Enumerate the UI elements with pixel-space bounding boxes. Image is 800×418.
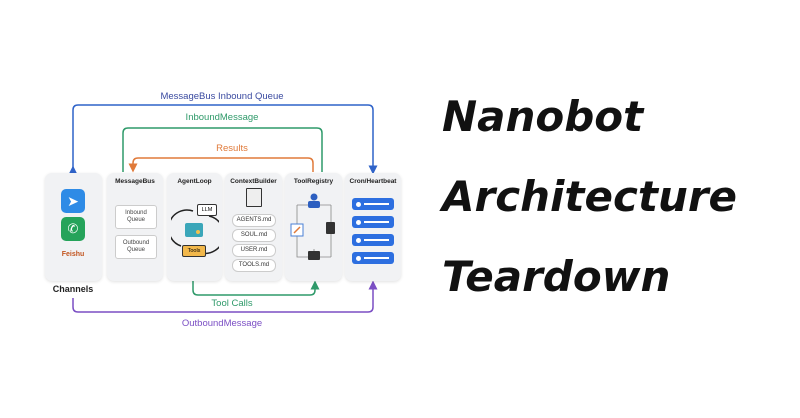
panel-title: Cron/Heartbeat <box>349 178 397 185</box>
file-pill: AGENTS.md <box>232 214 276 227</box>
llm-box: LLM <box>197 204 217 216</box>
headline-line-2: Architecture <box>442 172 738 221</box>
schedule-item-icon <box>352 216 394 228</box>
label-results: Results <box>216 143 248 154</box>
contextbuilder-panel: ContextBuilder AGENTS.md SOUL.md USER.md… <box>225 173 282 281</box>
document-icon <box>246 188 262 207</box>
panel-title: ToolRegistry <box>293 178 334 185</box>
schedule-item-icon <box>352 252 394 264</box>
headline-line-1: Nanobot <box>442 92 644 141</box>
flow-arrows <box>68 104 378 313</box>
schedule-item-icon <box>352 198 394 210</box>
telegram-icon: ➤ <box>61 189 85 213</box>
loop-cycle-icon <box>171 209 219 255</box>
arrow-tool-calls <box>192 280 320 296</box>
tools-box: Tools <box>182 245 206 257</box>
cron-heartbeat-panel: Cron/Heartbeat <box>345 173 401 281</box>
label-inbound-message: InboundMessage <box>185 112 259 123</box>
whatsapp-icon: ✆ <box>61 217 85 241</box>
file-pill: SOUL.md <box>232 229 276 242</box>
channels-panel: ➤ ✆ Feishu <box>45 173 102 281</box>
arrow-messagebus-inbound-queue <box>68 104 378 175</box>
headline-line-3: Teardown <box>442 252 671 301</box>
label-tool-calls: Tool Calls <box>211 298 253 309</box>
label-outbound-message: OutboundMessage <box>181 318 263 329</box>
arrow-results <box>128 157 314 173</box>
panel-title: ContextBuilder <box>230 178 277 185</box>
panel-title: MessageBus <box>115 178 155 185</box>
arrow-inbound-message <box>122 127 323 172</box>
file-pill: USER.md <box>232 244 276 257</box>
channels-label: Channels <box>52 284 94 294</box>
outbound-queue-box: Outbound Queue <box>115 235 157 259</box>
agentloop-panel: AgentLoop LLM Tools <box>167 173 222 281</box>
panel-title: AgentLoop <box>177 178 212 185</box>
arrow-outbound-message <box>72 280 378 313</box>
feishu-icon: Feishu <box>61 251 85 258</box>
tool-registry-tree-icon <box>290 193 335 260</box>
messagebus-panel: MessageBus Inbound Queue Outbound Queue <box>107 173 163 281</box>
file-pill: TOOLS.md <box>232 259 276 272</box>
inbound-queue-box: Inbound Queue <box>115 205 157 229</box>
toolregistry-panel: ToolRegistry <box>285 173 342 281</box>
label-messagebus-inbound-queue: MessageBus Inbound Queue <box>160 91 284 102</box>
schedule-item-icon <box>352 234 394 246</box>
